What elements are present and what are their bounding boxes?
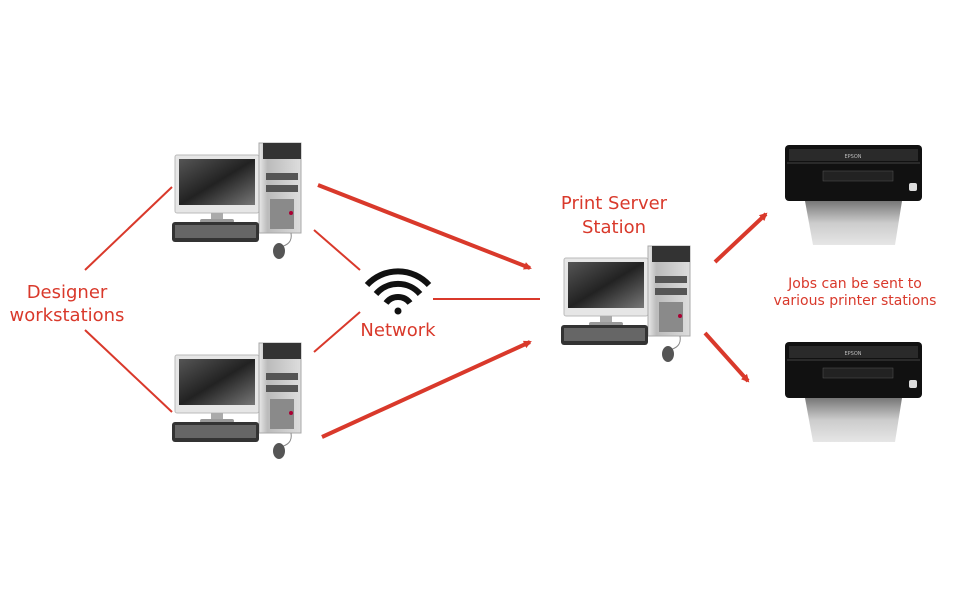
arrows (317, 183, 768, 439)
workstations-label-line1: Designer (27, 282, 108, 303)
line-workstation-1-to-network (313, 229, 361, 271)
desktop-computer-icon (560, 245, 691, 363)
arrow-workstation-2-to-server (321, 340, 532, 439)
arrow-workstation-1-to-server (317, 183, 532, 270)
printer-icon: EPSON (784, 341, 923, 443)
network-label: Network (360, 320, 436, 341)
line-label-to-workstation-2 (84, 329, 173, 413)
line-workstation-2-to-network (313, 311, 361, 353)
arrow-server-to-printer-1 (713, 212, 768, 264)
arrow-server-to-printer-2 (703, 331, 750, 383)
printer-logo: EPSON (844, 154, 861, 160)
desktop-computer-icon (171, 342, 302, 460)
server-label-line1: Print Server (561, 193, 668, 214)
server-label-line2: Station (582, 217, 646, 238)
printer-icon: EPSON (784, 144, 923, 246)
connector-lines (84, 186, 540, 413)
jobs-label-line1: Jobs can be sent to (787, 276, 922, 292)
line-label-to-workstation-1 (84, 186, 173, 271)
printer-logo: EPSON (844, 351, 861, 357)
desktop-computer-icon (171, 142, 302, 260)
jobs-label-line2: various printer stations (774, 293, 937, 309)
workstations-label-line2: workstations (10, 305, 125, 326)
wifi-icon (364, 268, 432, 315)
